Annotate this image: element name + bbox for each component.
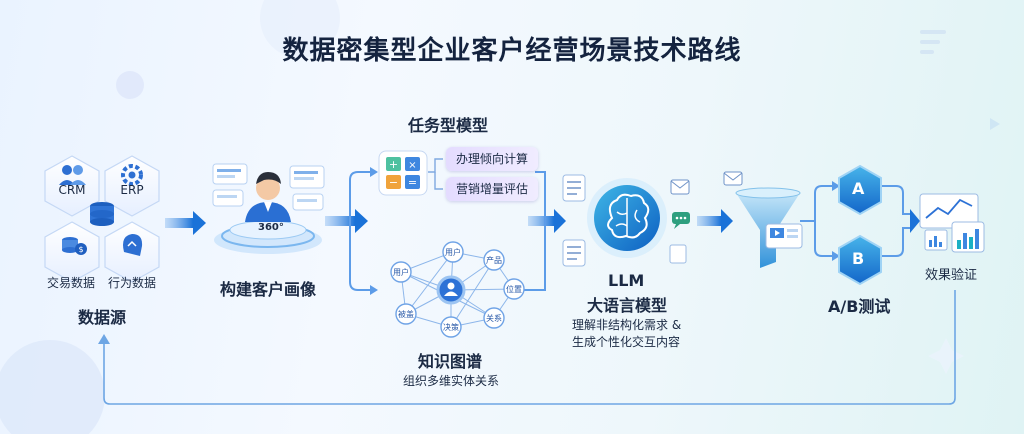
calculator-icon: + × − = <box>378 150 428 196</box>
page-title: 数据密集型企业客户经营场景技术路线 <box>282 36 742 66</box>
task-item-uplift: 营销增量评估 <box>446 177 539 201</box>
graph-node-label: 位置 <box>506 285 522 294</box>
svg-text:−: − <box>389 176 398 189</box>
graph-node-label: 产品 <box>486 256 502 265</box>
profile-360-badge: 360° <box>258 222 284 233</box>
svg-text:$: $ <box>78 245 83 254</box>
hex-crm <box>44 155 100 217</box>
message-icons <box>670 179 690 229</box>
llm-subtitle: 大语言模型 <box>587 296 668 315</box>
crm-label: CRM <box>58 183 86 197</box>
erp-label: ERP <box>120 183 144 197</box>
hex-trade: $ <box>44 221 100 283</box>
arrow-models-to-llm <box>528 209 566 233</box>
profile-title: 构建客户画像 <box>220 280 317 299</box>
task-item-propensity: 办理倾向计算 <box>446 147 539 171</box>
behavior-data-label: 行为数据 <box>108 276 157 290</box>
hex-erp <box>104 155 160 217</box>
center-user-icon <box>447 282 455 290</box>
database-icon <box>90 202 114 226</box>
hex-a <box>838 164 882 216</box>
arrow-profile-to-models <box>325 209 368 233</box>
hex-behavior <box>104 221 160 283</box>
graph-node-label: 关系 <box>486 314 502 323</box>
llm-title: LLM <box>608 271 645 290</box>
funnel-icon <box>723 171 803 268</box>
llm-desc-line1: 理解非结构化需求 & <box>572 318 682 332</box>
result-label: 效果验证 <box>925 268 978 283</box>
variant-b-label: B <box>852 249 865 268</box>
variant-a-label: A <box>852 179 865 198</box>
data-source-title: 数据源 <box>78 308 127 327</box>
knowledge-graph-subtitle: 组织多维实体关系 <box>403 374 500 388</box>
svg-text:+: + <box>389 158 398 171</box>
task-model-title: 任务型模型 <box>408 116 489 135</box>
graph-node-label: 决策 <box>443 323 459 332</box>
trade-data-label: 交易数据 <box>47 276 96 290</box>
hex-b <box>838 234 882 286</box>
arrow-llm-to-funnel <box>697 209 733 233</box>
ab-test-title: A/B测试 <box>828 297 891 316</box>
arrow-source-to-profile <box>165 211 206 235</box>
brain-icon <box>587 178 667 258</box>
profile-figure <box>212 163 325 254</box>
llm-desc-line2: 生成个性化交互内容 <box>572 335 681 349</box>
graph-nodes <box>390 241 525 338</box>
graph-node-label: 用户 <box>445 248 461 257</box>
knowledge-graph-title: 知识图谱 <box>418 352 483 371</box>
graph-node-label: 被盖 <box>398 310 414 319</box>
svg-text:×: × <box>408 160 416 171</box>
result-chart-icon <box>919 193 985 253</box>
graph-node-label: 用户 <box>393 268 409 277</box>
svg-text:=: = <box>408 176 417 189</box>
